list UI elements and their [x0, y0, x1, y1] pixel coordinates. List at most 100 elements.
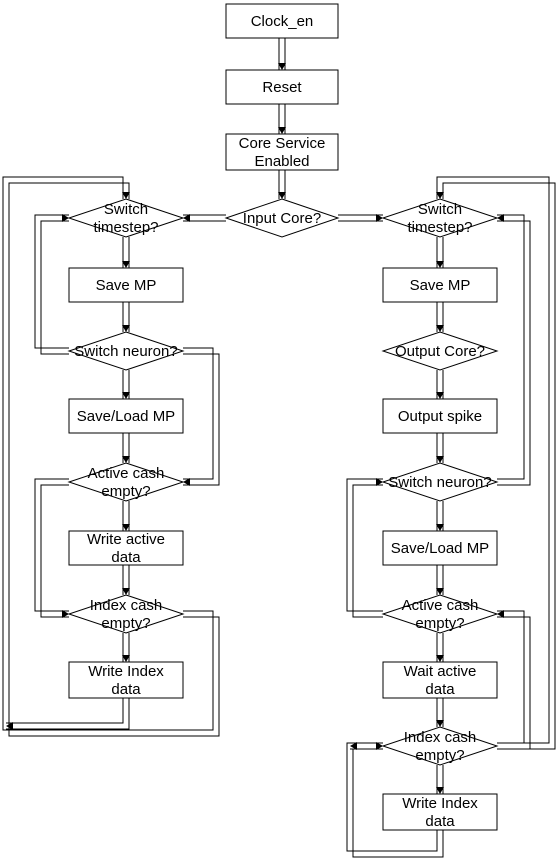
node-r-switch-neuron: Switch neuron?: [381, 462, 499, 502]
arrow-head: [436, 524, 444, 531]
process-box: [382, 530, 498, 566]
node-label: Active cash: [88, 465, 165, 482]
connector-arrow: [122, 237, 130, 268]
connector-arrow: [436, 433, 444, 463]
connector-arrow: [436, 237, 444, 268]
connector-arrow: [436, 633, 444, 662]
node-label: timestep?: [93, 219, 158, 236]
arrow-head: [436, 325, 444, 332]
node-input-core: Input Core?: [224, 198, 340, 238]
process-box: [382, 398, 498, 434]
arrow-head: [122, 325, 130, 332]
connector-arrow: [278, 104, 286, 134]
node-label: Write Index: [88, 663, 164, 680]
arrow-head: [436, 588, 444, 595]
process-box: [225, 133, 339, 171]
arrow-head: [376, 478, 383, 486]
node-l-switch-neuron: Switch neuron?: [67, 331, 185, 371]
node-label: Wait active: [404, 663, 477, 680]
decision-diamond: [67, 462, 185, 502]
process-box: [68, 267, 184, 303]
node-label: Core Service: [239, 135, 326, 152]
connector-arrow: [122, 633, 130, 662]
connector-line: [497, 616, 531, 750]
connector-line: [40, 484, 69, 618]
arrow-head: [122, 588, 130, 595]
connector-arrow: [278, 38, 286, 70]
arrow-head: [436, 192, 444, 199]
arrow-head: [122, 456, 130, 463]
node-label: Index cash: [90, 597, 163, 614]
loop-arrow: [183, 347, 220, 486]
node-label: Save/Load MP: [77, 408, 175, 425]
loop-arrow: [34, 478, 69, 618]
flow-edges: [2, 38, 556, 858]
node-r-output-spike: Output spike: [382, 398, 498, 434]
node-label: empty?: [101, 483, 150, 500]
connector-line: [497, 214, 525, 480]
connector-line: [497, 610, 525, 744]
node-label: Switch neuron?: [388, 474, 491, 491]
decision-diamond: [381, 462, 499, 502]
arrow-head: [278, 192, 286, 199]
connector-arrow: [436, 698, 444, 727]
connector-arrow: [436, 565, 444, 595]
node-label: Switch neuron?: [74, 343, 177, 360]
connector-line: [352, 484, 383, 618]
connector-line: [34, 478, 69, 612]
node-label: Switch: [418, 201, 462, 218]
process-box: [225, 69, 339, 105]
process-box: [68, 398, 184, 434]
arrow-head: [122, 261, 130, 268]
arrow-head: [183, 478, 190, 486]
node-label: data: [425, 681, 455, 698]
connector-arrow: [436, 302, 444, 332]
connector-line: [2, 176, 214, 731]
arrow-head: [183, 214, 190, 222]
loop-line: [350, 742, 383, 750]
connector-arrow: [122, 501, 130, 531]
node-label: data: [111, 681, 141, 698]
node-label: empty?: [415, 615, 464, 632]
node-label: Switch: [104, 201, 148, 218]
process-box: [225, 3, 339, 39]
loop-arrow: [2, 176, 220, 737]
decision-diamond: [381, 198, 499, 238]
node-label: Output Core?: [395, 343, 485, 360]
arrow-head: [436, 720, 444, 727]
process-box: [68, 530, 184, 566]
node-label: data: [111, 549, 141, 566]
node-label: data: [425, 813, 455, 830]
arrow-head: [6, 722, 13, 730]
node-label: Input Core?: [243, 210, 321, 227]
node-label: Active cash: [402, 597, 479, 614]
decision-diamond: [67, 331, 185, 371]
loop-arrow: [436, 176, 556, 750]
node-label: empty?: [101, 615, 150, 632]
connector-line: [8, 182, 220, 737]
connector-line: [34, 214, 69, 349]
arrow-head: [436, 392, 444, 399]
connector-arrow: [122, 433, 130, 463]
node-label: Index cash: [404, 729, 477, 746]
arrow-head: [122, 192, 130, 199]
connector-arrow: [338, 214, 383, 222]
node-label: empty?: [415, 747, 464, 764]
node-label: Reset: [262, 79, 302, 96]
arrow-head: [62, 214, 69, 222]
connector-line: [183, 347, 214, 480]
arrow-head: [436, 655, 444, 662]
node-label: Write Index: [402, 795, 478, 812]
arrow-head: [436, 456, 444, 463]
